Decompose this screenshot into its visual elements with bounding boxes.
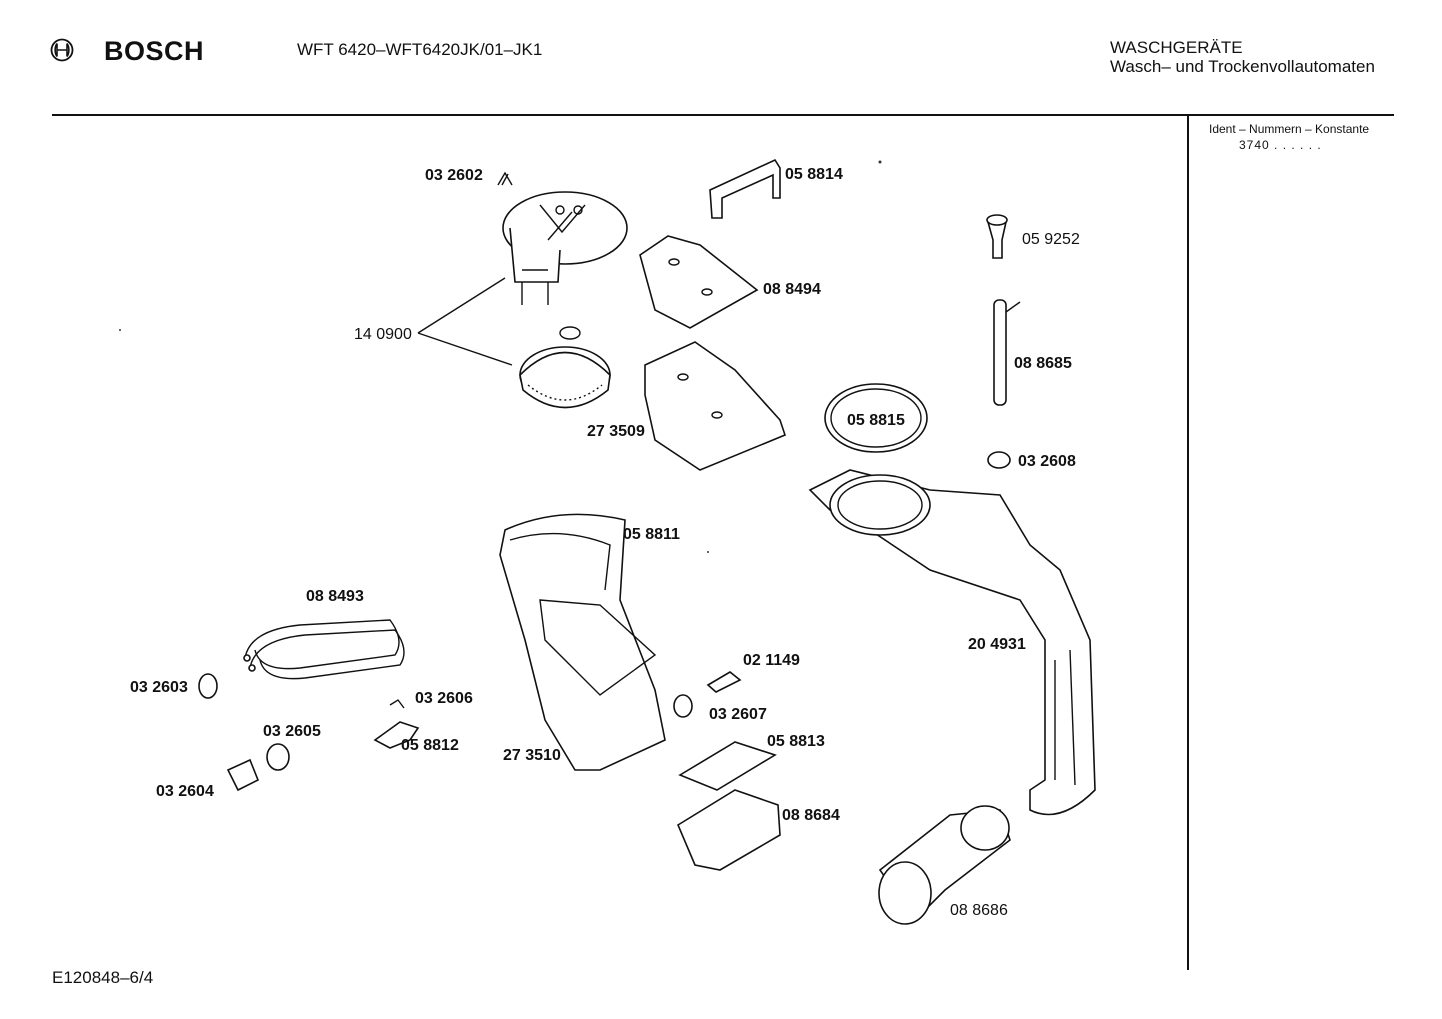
- part-number-label: 08 8685: [1014, 355, 1072, 372]
- rod-part: [993, 299, 1007, 406]
- grommet-part: [987, 451, 1011, 469]
- part-number-label: 08 8684: [782, 807, 840, 824]
- part-number-label: 05 8811: [623, 526, 680, 543]
- part-number-label: 08 8493: [306, 588, 364, 605]
- part-number-label: 03 2607: [709, 706, 767, 723]
- holder-part: [373, 721, 420, 749]
- fan-housing-part: [502, 191, 628, 305]
- plate-part: [639, 235, 759, 329]
- filter-box-part: [676, 789, 781, 871]
- part-number-label: 03 2606: [415, 690, 473, 707]
- bellows-hose-part: [878, 805, 1011, 925]
- part-number-label: 05 8812: [401, 737, 459, 754]
- clip-small-part: [389, 699, 405, 709]
- category-subtitle: Wasch– und Trockenvollautomaten: [1110, 57, 1375, 76]
- part-number-label: 02 1149: [743, 652, 800, 669]
- gasket-part: [678, 741, 777, 791]
- header-divider: [52, 114, 1394, 116]
- air-channel-part: [808, 469, 1096, 816]
- plug-part: [986, 221, 1007, 259]
- seal-ring-part: [824, 383, 928, 453]
- condenser-part: [499, 513, 666, 771]
- washer-part: [673, 694, 693, 718]
- part-number-label: 03 2605: [263, 723, 321, 740]
- part-number-label: 08 8494: [763, 281, 821, 298]
- bushing-part: [198, 673, 218, 699]
- sidebar-divider: [1187, 116, 1189, 970]
- document-id: E120848–6/4: [52, 968, 154, 987]
- ident-label: Ident – Nummern – Konstante: [1209, 122, 1370, 136]
- model-number: WFT 6420–WFT6420JK/01–JK1: [297, 40, 543, 59]
- leader-line: [417, 277, 513, 366]
- part-number-label: 05 8815: [847, 412, 905, 429]
- sensor-part: [706, 671, 742, 693]
- part-number-label: 03 2604: [156, 783, 214, 800]
- part-labels: 03 2602 05 8814 05 9252 08 8494 14 0900 08 86…: [130, 166, 1080, 919]
- duct-part: [644, 341, 786, 471]
- category-title: WASCHGERÄTE: [1110, 38, 1243, 57]
- part-number-label: 27 3510: [503, 747, 561, 764]
- seal-part: [266, 743, 290, 771]
- bosch-logo-icon: [50, 38, 74, 62]
- part-number-label: 03 2603: [130, 679, 188, 696]
- part-number-label: 05 8814: [785, 166, 843, 183]
- bracket-part: [709, 158, 781, 219]
- brand-name: BOSCH: [104, 36, 205, 66]
- part-number-label: 05 8813: [767, 733, 825, 750]
- part-number-label: 08 8686: [950, 902, 1008, 919]
- clamp-part: [226, 758, 260, 792]
- heater-element-part: [243, 619, 405, 680]
- part-number-label: 05 9252: [1022, 231, 1080, 248]
- part-number-label: 27 3509: [587, 423, 645, 440]
- fan-wheel-part: [519, 326, 611, 409]
- part-number-label: 20 4931: [968, 636, 1026, 653]
- part-number-label: 03 2608: [1018, 453, 1076, 470]
- ident-value: 3740 . . . . . .: [1239, 138, 1322, 152]
- part-number-label: 14 0900: [354, 326, 412, 343]
- part-number-label: 03 2602: [425, 167, 483, 184]
- clip-part: [497, 171, 513, 186]
